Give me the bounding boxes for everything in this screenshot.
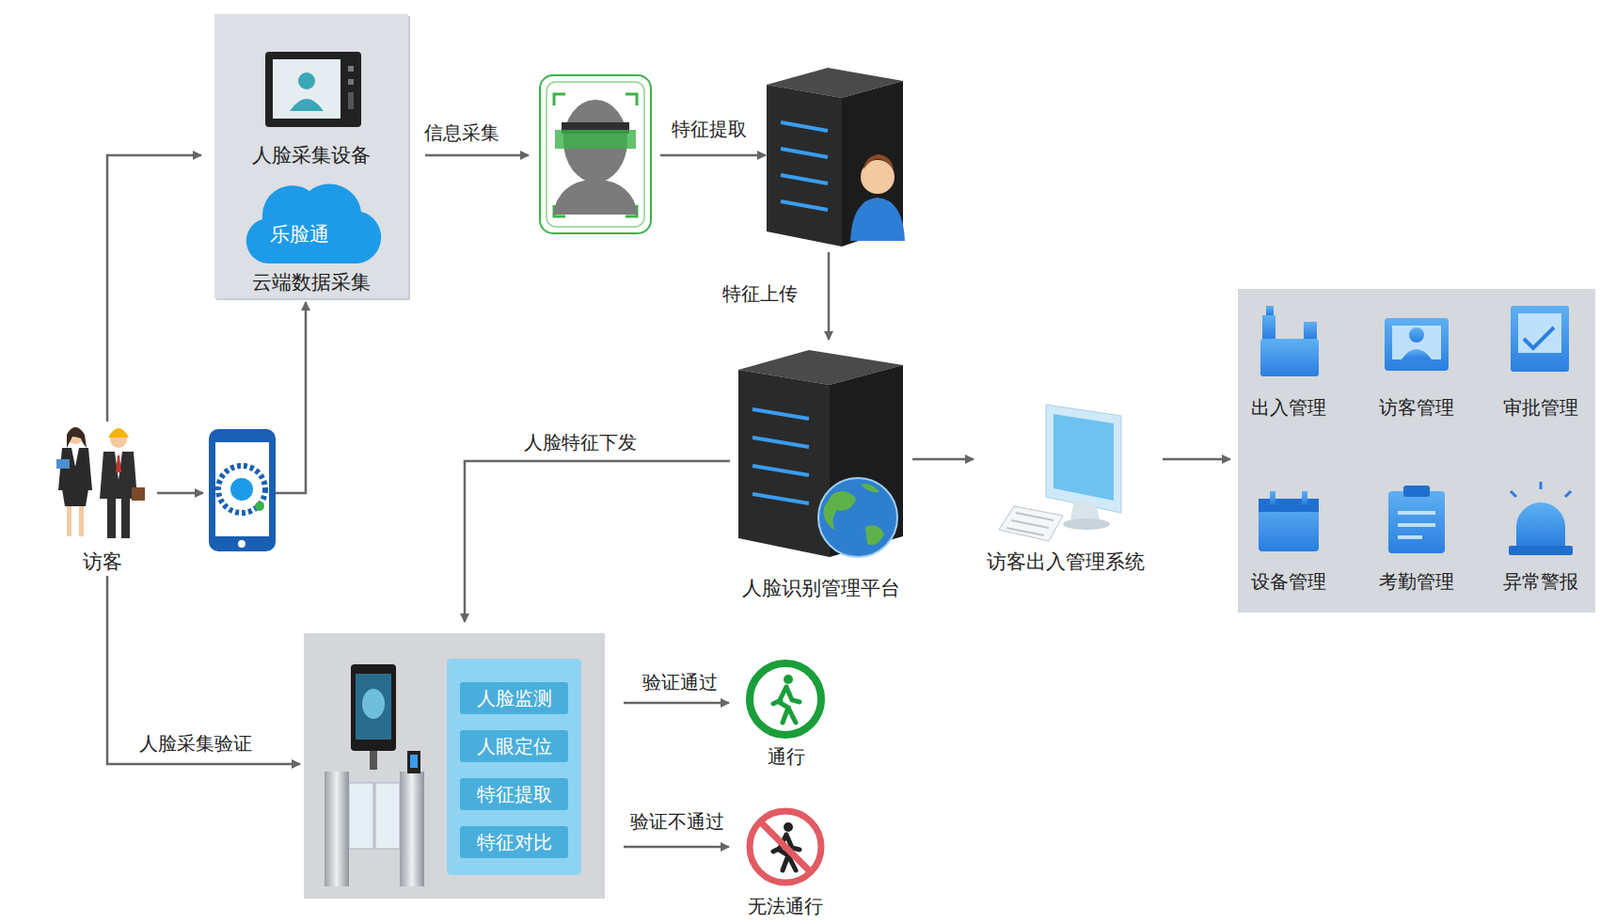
connector-arrow (275, 301, 306, 493)
node-label: 特征对比 (459, 830, 569, 854)
node-label: 特征提取 (459, 782, 569, 806)
node-label: 无法通行 (728, 894, 842, 918)
gate-panel: 人脸监测人眼定位特征提取特征对比 (303, 633, 605, 899)
edge-label: 验证通过 (639, 670, 721, 694)
node-label: 访客管理 (1362, 396, 1471, 419)
module-item: 审批管理 (1487, 300, 1595, 421)
panel (1237, 288, 1596, 613)
connector-arrow (157, 491, 204, 495)
server (766, 67, 905, 247)
face-scan-icon (539, 75, 651, 234)
node-label: 访客出入管理系统 (973, 550, 1157, 574)
panel (303, 633, 605, 899)
no-pass-node: 无法通行 (728, 806, 842, 919)
pass-sign (749, 663, 822, 735)
connector-arrow (1162, 458, 1231, 461)
edge-label: 信息采集 (421, 121, 503, 144)
node-label: 访客 (49, 550, 156, 574)
connector-arrow (425, 154, 529, 158)
edge-label: 特征上传 (719, 282, 801, 305)
node-label: 人眼定位 (459, 734, 569, 758)
node-label: 人脸识别管理平台 (729, 576, 913, 601)
connector-arrow (623, 701, 729, 705)
connector-arrow (107, 155, 202, 422)
module-icons (1258, 305, 1573, 555)
connector-arrow (464, 460, 730, 622)
node-label: 异常警报 (1487, 570, 1595, 593)
process-step: 特征提取 (459, 777, 569, 810)
edge-label: 验证不通过 (627, 809, 728, 833)
process-box: 人脸监测人眼定位特征提取特征对比 (446, 658, 582, 875)
no-pass-sign (749, 810, 822, 883)
module-item: 考勤管理 (1362, 481, 1471, 595)
node-label: 设备管理 (1235, 570, 1343, 593)
server (738, 349, 903, 557)
face-scan-node (536, 71, 653, 236)
module-panel: 出入管理访客管理审批管理设备管理考勤管理异常警报 (1237, 288, 1596, 613)
visitor-node: 访客 (49, 421, 156, 576)
node-label: 出入管理 (1235, 396, 1343, 419)
module-item: 出入管理 (1235, 300, 1343, 421)
connector-arrow (623, 845, 729, 849)
node-label: 通行 (728, 744, 844, 768)
process-panel (446, 658, 582, 875)
edge-label: 特征提取 (668, 117, 750, 141)
collect-panel: 人脸采集设备云端数据采集 乐脸通 (205, 14, 418, 299)
management-system: 访客出入管理系统 (973, 397, 1157, 576)
edge-label: 人脸采集验证 (136, 731, 255, 755)
node-label: 乐脸通 (232, 222, 367, 247)
module-item: 设备管理 (1235, 481, 1343, 595)
cloud-node: 乐脸通 (232, 181, 367, 269)
computer-icon (998, 404, 1122, 541)
node-label: 考勤管理 (1362, 570, 1471, 593)
phone-qr (208, 428, 276, 552)
gate-terminal (324, 664, 425, 887)
node-label: 云端数据采集 (205, 270, 418, 295)
pass-node: 通行 (728, 658, 844, 770)
process-step: 人眼定位 (459, 729, 569, 762)
connector-arrow (827, 252, 831, 340)
node-label: 人脸监测 (459, 686, 569, 710)
module-item: 访客管理 (1362, 300, 1471, 421)
module-item: 异常警报 (1487, 481, 1595, 595)
process-step: 人脸监测 (459, 681, 569, 714)
feature-server (765, 65, 909, 247)
visitor-figures (56, 427, 145, 539)
phone-node (208, 428, 276, 552)
node-label: 审批管理 (1487, 396, 1595, 419)
edge-label: 人脸特征下发 (521, 430, 640, 454)
connector-arrow (660, 154, 766, 158)
camera-monitor (265, 51, 362, 127)
platform-server: 人脸识别管理平台 (729, 347, 913, 602)
connector-arrow (912, 458, 974, 461)
node-label: 人脸采集设备 (205, 143, 418, 168)
connector-arrow (107, 575, 301, 764)
process-step: 特征对比 (459, 825, 569, 858)
